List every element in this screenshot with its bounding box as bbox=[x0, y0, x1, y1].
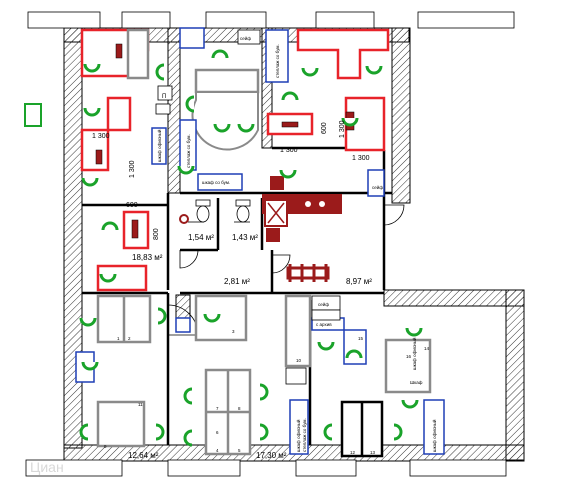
area-label-5: 8,97 м² bbox=[346, 277, 372, 286]
desk-numbers: 1 2 3 4 5 6 7 8 9 10 11 12 13 14 15 16 bbox=[104, 329, 430, 455]
shelf-left-label: стеллаж со бум. bbox=[186, 134, 191, 168]
wc-fixtures bbox=[195, 199, 251, 223]
chair-icon bbox=[401, 399, 419, 409]
cabinet-bottom-mid2-label: стеллаж со бум. bbox=[302, 418, 307, 452]
chair-icon bbox=[317, 341, 335, 351]
desk-number: 6 bbox=[216, 430, 219, 435]
p-label: П bbox=[162, 94, 166, 100]
cabinet-bottom-right-label: шкаф офисный bbox=[431, 419, 437, 452]
chair-icon bbox=[183, 387, 193, 405]
cabinet-right-stack-1-label: шкаф офисный bbox=[411, 337, 417, 370]
chair-icon bbox=[101, 221, 119, 231]
chair-icon bbox=[345, 349, 363, 359]
chair-icon bbox=[81, 177, 99, 187]
dim-600-a: 600 bbox=[321, 122, 328, 134]
desk-number: 14 bbox=[424, 346, 430, 351]
area-label-7: 17,30 м² bbox=[256, 451, 287, 460]
cabinet-mid-label: шкаф со бум. bbox=[202, 180, 230, 185]
chair-icon bbox=[183, 429, 193, 447]
cabinet-bottom-mid-label: шкаф офисный bbox=[295, 419, 301, 452]
desk-number: 15 bbox=[358, 336, 364, 341]
chair-icon bbox=[83, 63, 101, 73]
desk-number: 13 bbox=[370, 450, 376, 455]
windows bbox=[25, 11, 515, 477]
chair-icon bbox=[203, 313, 221, 323]
safe-lower-label: сейф bbox=[318, 301, 329, 307]
area-label-2: 1,54 м² bbox=[188, 233, 214, 242]
desk-number: 4 bbox=[216, 448, 219, 453]
chair-icon bbox=[81, 361, 99, 371]
shelf-top-right-label: стеллаж со бум. bbox=[275, 44, 280, 78]
desk-number: 2 bbox=[128, 336, 131, 341]
area-label-1: 18,83 м² bbox=[132, 253, 163, 262]
dim-600-b: 600 bbox=[126, 202, 138, 209]
chair-icon bbox=[259, 383, 269, 401]
desk-number: 5 bbox=[238, 448, 241, 453]
desk-number: 11 bbox=[138, 402, 143, 407]
chair-icon bbox=[157, 307, 167, 325]
desk-number: 9 bbox=[104, 444, 107, 449]
desk-number: 8 bbox=[238, 406, 241, 411]
utility-boxes bbox=[155, 29, 341, 385]
dim-1300-a: 1 300 bbox=[92, 133, 110, 140]
desk-number: 7 bbox=[216, 406, 219, 411]
safe-right-label: сейф bbox=[372, 184, 383, 190]
kitchen-block bbox=[179, 176, 342, 282]
safe-top-label: сейф bbox=[240, 35, 251, 41]
desks-black bbox=[340, 400, 384, 458]
chair-icon bbox=[83, 107, 101, 117]
area-label-3: 1,43 м² bbox=[232, 233, 258, 242]
dim-1300-c: 1 300 bbox=[352, 155, 370, 162]
chair-icon bbox=[185, 95, 195, 113]
chair-icon bbox=[393, 423, 403, 441]
meeting-table bbox=[191, 91, 259, 151]
desk-number: 16 bbox=[406, 354, 412, 359]
chair-icon bbox=[79, 423, 89, 441]
desk-number: 1 bbox=[117, 336, 120, 341]
archive-label: с архив bbox=[316, 322, 332, 327]
chair-icon bbox=[79, 317, 97, 327]
cabinet-left-label: шкаф офисный bbox=[156, 129, 162, 162]
chair-icon bbox=[365, 65, 383, 75]
desk-number: 10 bbox=[296, 358, 302, 363]
chair-icon bbox=[213, 123, 231, 133]
dim-800: 800 bbox=[153, 228, 160, 240]
chair-icon bbox=[211, 49, 229, 59]
chair-icon bbox=[99, 273, 117, 283]
chair-icon bbox=[155, 63, 165, 81]
desk-number: 3 bbox=[232, 329, 235, 334]
chairs bbox=[79, 49, 423, 447]
chair-icon bbox=[281, 91, 299, 101]
chair-icon bbox=[155, 423, 165, 441]
cabinet-right-stack-2-label: Шкаф bbox=[410, 380, 423, 385]
labels: 18,83 м² 1,54 м² 1,43 м² 2,81 м² 8,97 м²… bbox=[92, 35, 437, 460]
desks-gray bbox=[96, 28, 432, 456]
dim-1300-e: 1 300 bbox=[339, 120, 346, 138]
dim-1300-b: 1 300 bbox=[280, 147, 298, 154]
chair-icon bbox=[301, 67, 319, 77]
desk-number: 12 bbox=[350, 450, 356, 455]
dim-1300-d: 1 300 bbox=[129, 160, 136, 178]
area-label-6: 12,64 м² bbox=[128, 451, 159, 460]
chair-icon bbox=[341, 117, 359, 127]
chair-icon bbox=[259, 423, 269, 441]
cabinets-blue bbox=[24, 27, 445, 455]
chair-icon bbox=[177, 165, 195, 175]
watermark: Циан bbox=[30, 459, 64, 475]
chair-icon bbox=[405, 327, 423, 337]
chair-icon bbox=[279, 169, 297, 179]
chair-icon bbox=[323, 423, 333, 441]
area-label-4: 2,81 м² bbox=[224, 277, 250, 286]
chair-icon bbox=[237, 123, 255, 133]
